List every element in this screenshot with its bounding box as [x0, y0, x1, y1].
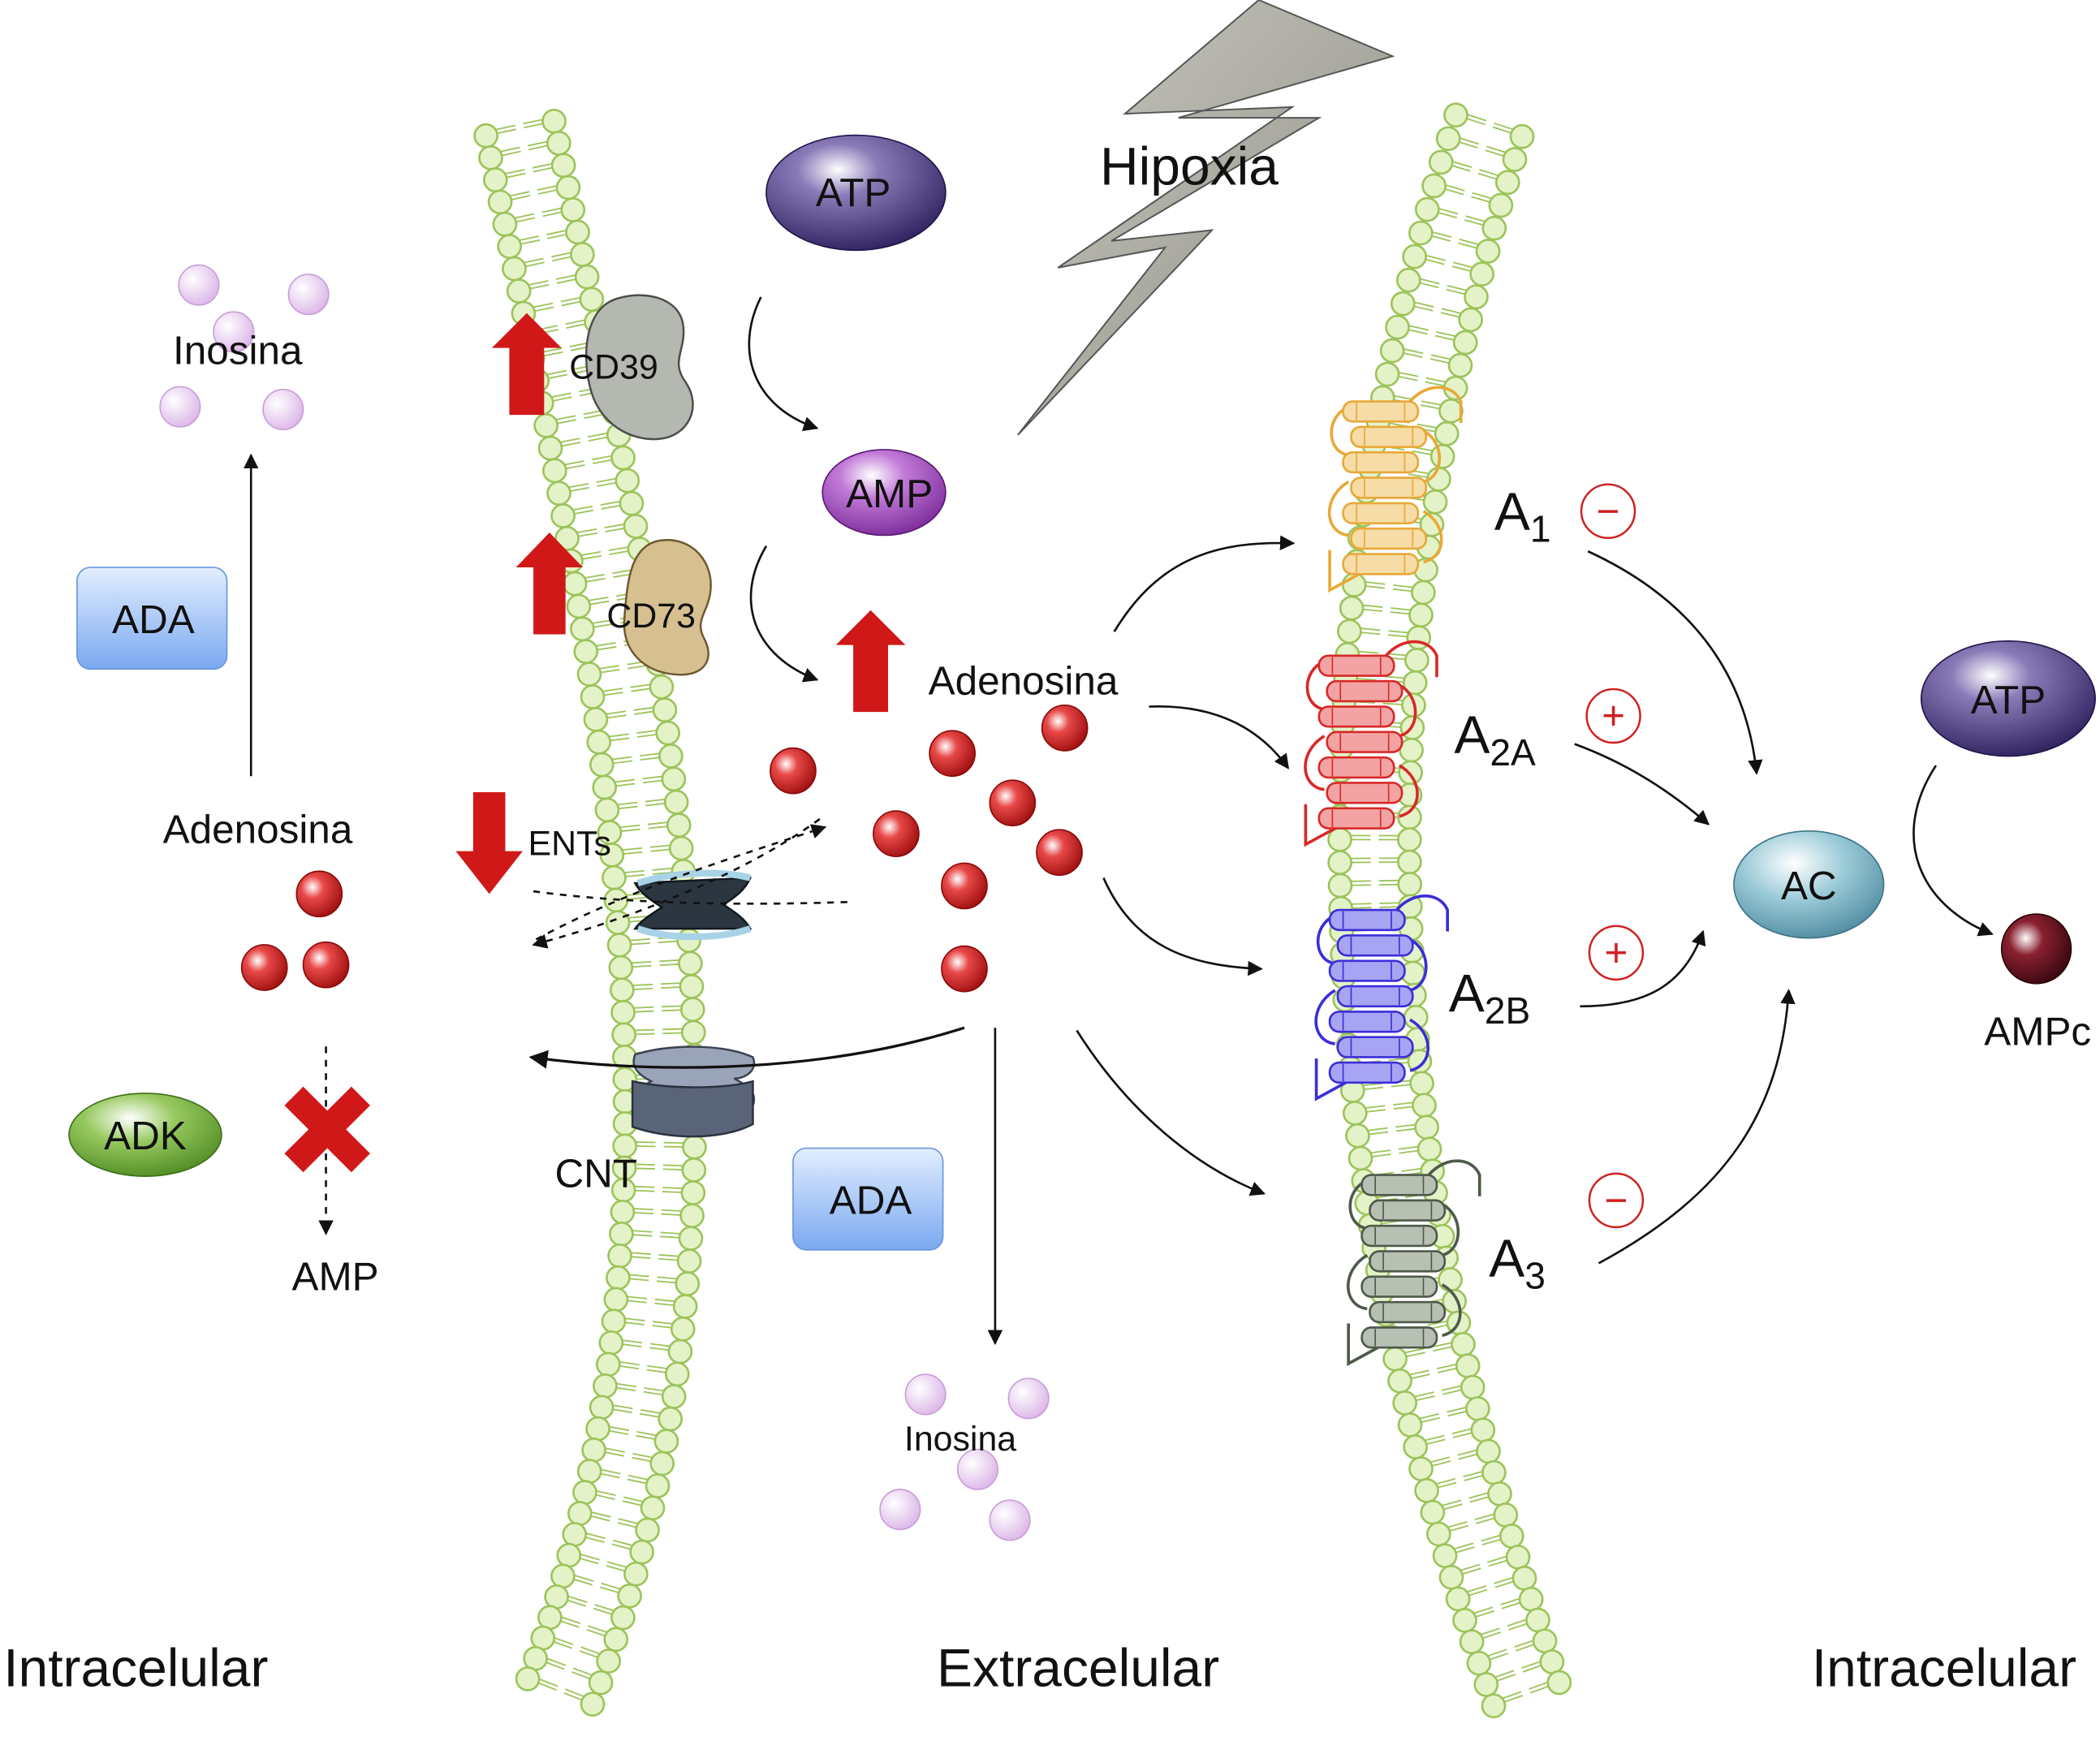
ac-oval — [1733, 830, 1885, 939]
svg-text:+: + — [1602, 694, 1625, 739]
a1-inhibit-sign: − — [1580, 483, 1636, 540]
hypoxia-label: Hipoxia — [1100, 136, 1279, 196]
cd73-label: CD73 — [606, 597, 696, 636]
atp-extracellular-label: ATP — [816, 170, 891, 215]
atp-to-amp-arrow — [748, 296, 819, 432]
a3-to-ac-arrow — [1598, 989, 1796, 1265]
a2b-stimulate-sign: + — [1588, 925, 1645, 981]
adenosine-up-arrow-icon — [835, 610, 906, 713]
a1-to-ac-arrow — [1587, 550, 1763, 775]
ents-down-arrow-icon — [455, 792, 523, 894]
atp-intracellular-oval — [1920, 640, 2096, 757]
region-left-label: Intracelular — [3, 1637, 268, 1697]
hypoxia-lightning-icon — [1017, 0, 1395, 436]
receptor-a1-label: A1 — [1494, 481, 1551, 550]
cd39-up-arrow-icon — [491, 312, 562, 416]
adenosine-to-a2b-arrow — [1102, 877, 1263, 976]
cnt-transporter-icon — [631, 1045, 756, 1138]
cd73-up-arrow-icon — [515, 532, 584, 635]
region-center-label: Extracelular — [937, 1637, 1219, 1697]
region-right-label: Intracelular — [1812, 1637, 2076, 1697]
inosine-intracellular-label: Inosina — [173, 328, 303, 373]
amp-to-adenosine-arrow — [749, 545, 819, 683]
adenosine-receptors — [1304, 386, 1481, 1367]
ent-influx-arrow — [535, 824, 827, 941]
receptor-a2a-label: A2A — [1454, 705, 1536, 774]
adk-label: ADK — [104, 1114, 187, 1158]
adenosine-extracellular-molecules — [770, 705, 1089, 993]
a3-inhibit-sign: − — [1588, 1172, 1645, 1229]
camp-molecule — [2000, 913, 2072, 985]
svg-text:−: − — [1597, 489, 1620, 533]
amp-extracellular-oval — [821, 449, 947, 537]
receptor-a2b-label: A2B — [1449, 963, 1530, 1032]
receptor-a1-icon — [1327, 386, 1463, 593]
adenosine-to-a3-arrow — [1076, 1029, 1266, 1196]
a2a-stimulate-sign: + — [1585, 687, 1641, 744]
camp-label: AMPc — [1984, 1010, 2091, 1054]
cd39-label: CD39 — [569, 348, 658, 387]
svg-text:+: + — [1604, 930, 1628, 975]
ada-intracellular-label: ADA — [112, 597, 195, 642]
inosine-extracellular-label: Inosina — [904, 1420, 1016, 1459]
atp-intracellular-label: ATP — [1971, 678, 2046, 722]
cd39-enzyme-icon — [584, 294, 694, 441]
blocked-cross-icon — [284, 1086, 370, 1173]
adk-oval — [68, 1093, 222, 1178]
adenosine-extracellular-label: Adenosina — [929, 659, 1119, 704]
ada-extracellular-label: ADA — [830, 1178, 912, 1222]
inosine-intracellular-molecules — [159, 264, 330, 431]
ents-label: ENTs — [528, 825, 611, 864]
a2a-to-ac-arrow — [1574, 743, 1710, 825]
ada-extracellular-box — [792, 1147, 944, 1251]
adenosine-to-a1-arrow — [1113, 535, 1296, 632]
ent-efflux-arrow — [532, 817, 821, 949]
adenosine-to-a2a-arrow — [1149, 705, 1290, 769]
adenosine-intracellular-molecules — [240, 870, 350, 991]
receptor-a2a-icon — [1304, 640, 1438, 847]
inosine-extracellular-molecules — [879, 1373, 1050, 1541]
adenosine-uptake-cnt-arrow — [528, 1026, 965, 1069]
ac-label: AC — [1781, 864, 1837, 908]
ent-dashed-line — [533, 890, 850, 905]
amp-intracellular-label: AMP — [292, 1254, 379, 1299]
atp-to-camp-arrow — [1912, 765, 1994, 937]
adenosine-intracellular-label: Adenosina — [163, 808, 353, 852]
receptor-a3-label: A3 — [1489, 1228, 1546, 1297]
ada-intracellular-box — [76, 567, 228, 670]
receptor-a3-icon — [1347, 1159, 1481, 1367]
ent-transporter-icon — [633, 869, 752, 941]
cnt-label: CNT — [554, 1151, 637, 1196]
svg-text:−: − — [1604, 1178, 1628, 1222]
cd73-enzyme-icon — [623, 538, 712, 676]
a2b-to-ac-arrow — [1580, 929, 1706, 1008]
receptor-a2b-icon — [1314, 894, 1449, 1101]
atp-extracellular-oval — [765, 134, 947, 252]
amp-extracellular-label: AMP — [846, 472, 933, 516]
